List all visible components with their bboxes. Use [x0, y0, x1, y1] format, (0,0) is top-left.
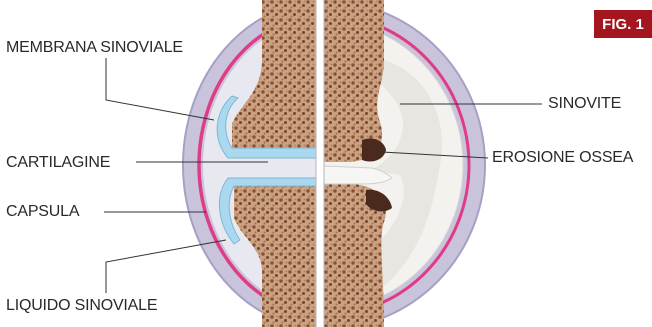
- central-divider: [316, 0, 324, 327]
- figure-badge: FIG. 1: [594, 10, 652, 38]
- label-capsula: CAPSULA: [6, 203, 79, 221]
- label-cartilagine: CARTILAGINE: [6, 154, 110, 172]
- upper-bone-right: [324, 0, 384, 162]
- label-membrana-sinoviale: MEMBRANA SINOVIALE: [6, 39, 183, 57]
- label-erosione-ossea: EROSIONE OSSEA: [492, 149, 633, 167]
- label-sinovite: SINOVITE: [548, 95, 621, 113]
- label-liquido-sinoviale: LIQUIDO SINOVIALE: [6, 297, 157, 315]
